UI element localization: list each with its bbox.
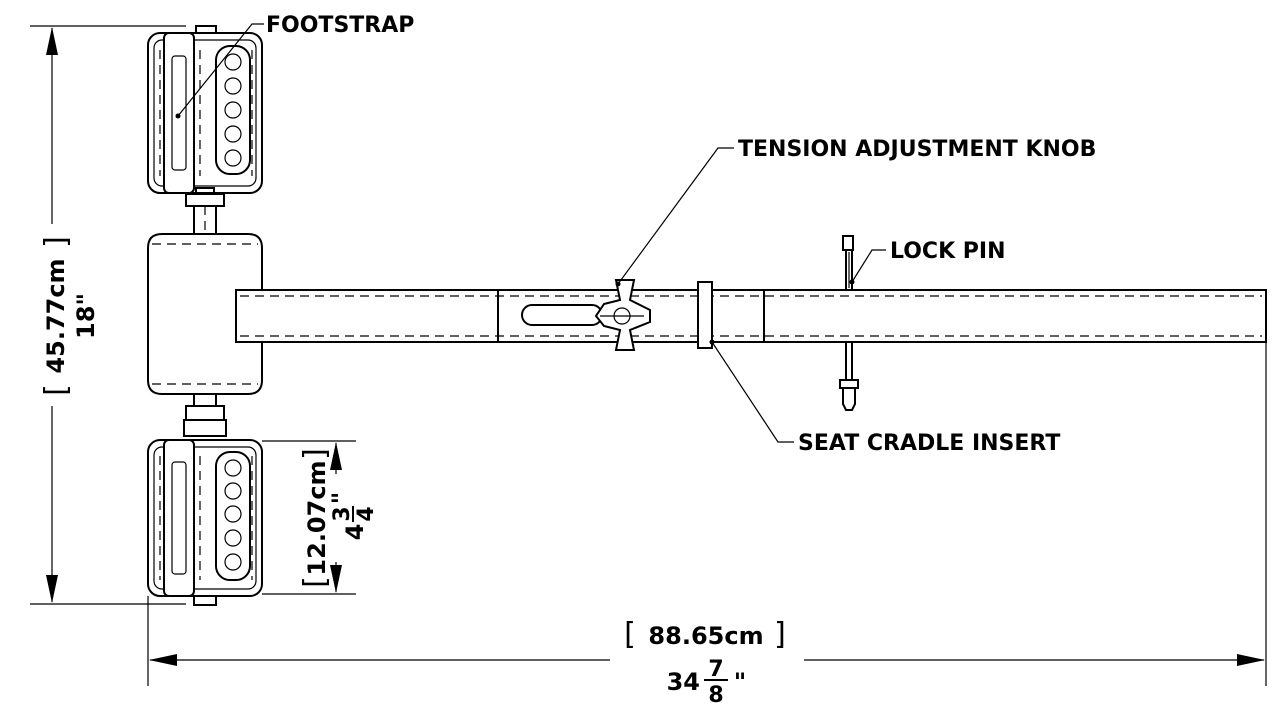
footplate-height-whole: 4 (341, 524, 369, 541)
overall-height-dimension: [ 45.77cm ] 18" (30, 25, 186, 605)
overall-length-inch-mark: " (734, 668, 747, 696)
svg-text:[: [ (298, 576, 333, 588)
svg-text:]: ] (774, 617, 786, 652)
footplate-height-dimension: [ 12.07cm ] 4 3 4 " (262, 440, 379, 595)
top-axle (185, 193, 225, 237)
lock-pin-label: LOCK PIN (890, 239, 1006, 264)
tension-knob-label: TENSION ADJUSTMENT KNOB (738, 137, 1096, 162)
svg-text:[: [ (624, 617, 636, 652)
footplate-height-metric: 12.07cm (303, 460, 331, 575)
bottom-axle (183, 393, 227, 437)
hub (147, 233, 263, 395)
footstrap-label: FOOTSTRAP (266, 13, 414, 38)
footplate-height-denominator: 4 (354, 506, 379, 521)
overall-length-numerator: 7 (708, 657, 723, 682)
leader-lines (175, 23, 886, 443)
top-footplate (147, 25, 263, 197)
overall-length-metric: 88.65cm (648, 622, 763, 650)
lock-pin (839, 235, 859, 411)
footplate-height-numerator: 3 (330, 506, 355, 521)
seat-cradle-insert (697, 281, 713, 349)
bottom-footplate (147, 439, 263, 606)
overall-length-denominator: 8 (708, 683, 723, 708)
arm-tube (235, 289, 1267, 343)
tension-knob (594, 279, 651, 351)
overall-height-metric: 45.77cm (42, 258, 70, 373)
footplate-height-inch-mark: " (327, 492, 355, 505)
svg-text:]: ] (39, 236, 74, 248)
svg-text:[: [ (39, 384, 74, 396)
overall-height-imperial: 18" (72, 293, 100, 339)
svg-text:]: ] (298, 448, 333, 460)
seat-cradle-label: SEAT CRADLE INSERT (798, 431, 1060, 456)
overall-length-dimension: [ 88.65cm ] 34 7 8 " (147, 342, 1267, 708)
overall-length-whole: 34 (667, 668, 700, 696)
